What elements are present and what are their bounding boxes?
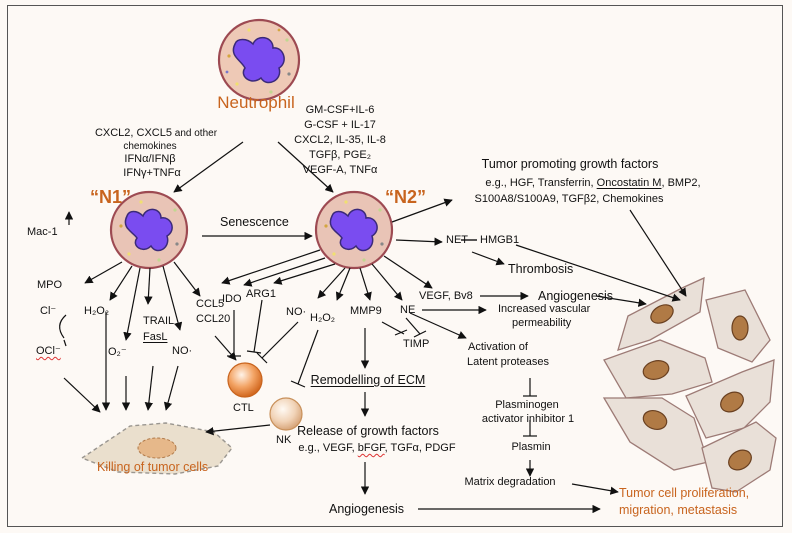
n2-nitric-oxide-label: NO·	[286, 306, 307, 318]
angiogenesis-lower-label: Angiogenesis	[329, 502, 405, 516]
pai-line2: activator inhibitor 1	[481, 413, 575, 425]
mac1-label: Mac-1	[27, 226, 58, 238]
nitric-oxide-label: NO·	[172, 345, 193, 357]
superoxide-label: O₂⁻	[108, 346, 127, 358]
outcome-line1: Tumor cell proliferation,	[619, 486, 750, 500]
ne-label: NE	[400, 304, 416, 316]
growth-factors-title: Tumor promoting growth factors	[481, 157, 659, 171]
ecm-label: Remodelling of ECM	[310, 373, 426, 387]
growth-factors-line1: e.g., HGF, Transferrin, Oncostatin M, BM…	[485, 177, 701, 189]
nk-label: NK	[276, 434, 292, 446]
n2-stimulus: TGFβ, PGE₂	[309, 149, 371, 161]
n1-stimuli-line2: chemokines	[123, 141, 177, 152]
n2-neutrophil-icon	[314, 190, 394, 270]
n1-stimuli-line1: CXCL2, CXCL5 and other	[94, 127, 218, 139]
h2o2-label: H₂O₂	[84, 305, 110, 317]
pai-line1: Plasminogen	[495, 399, 559, 411]
arg1-label: ARG1	[246, 288, 276, 300]
arrow-to-n2	[277, 141, 334, 193]
hmgb1-label: HMGB1	[480, 234, 520, 246]
n1-stimuli-line4: IFNγ+TNFα	[123, 167, 181, 179]
fasl-label: FasL	[143, 331, 168, 343]
ctl-label: CTL	[233, 402, 254, 414]
n1-label: “N1”	[90, 187, 132, 207]
neutrophil-title: Neutrophil	[217, 93, 295, 112]
outcome-line2: migration, metastasis	[619, 503, 738, 517]
growth-factors-line2: S100A8/S100A9, TGFβ2, Chemokines	[474, 193, 664, 205]
net-label: NET	[446, 234, 468, 246]
ctl-cell-icon	[227, 362, 263, 398]
hypochlorite-label: OCl⁻	[36, 345, 61, 357]
neutrophil-cell-icon	[217, 18, 301, 102]
nk-cell-icon	[269, 397, 303, 431]
n2-label: “N2”	[385, 187, 427, 207]
n2-stimulus: VEGF-A, TNFα	[302, 164, 378, 176]
release-line: e.g., VEGF, bFGF, TGFα, PDGF	[298, 442, 456, 454]
ido-label: IDO	[222, 293, 242, 305]
trail-label: TRAIL	[143, 315, 175, 327]
ccl5-label: CCL5	[196, 298, 225, 310]
n2-stimulus: GM-CSF+IL-6	[305, 104, 375, 116]
n2-h2o2-label: H₂O₂	[310, 312, 336, 324]
matrix-degradation-label: Matrix degradation	[464, 476, 556, 488]
timp-label: TIMP	[403, 338, 430, 350]
angiogenesis-upper-label: Angiogenesis	[538, 289, 614, 303]
latent-line1: Activation of	[468, 341, 528, 353]
n1-stimuli-line3: IFNα/IFNβ	[124, 153, 176, 165]
n1-neutrophil-icon	[109, 190, 189, 270]
vascular-line2: permeability	[512, 317, 572, 329]
ccl20-label: CCL20	[196, 313, 231, 325]
chloride-label: Cl⁻	[40, 305, 57, 317]
mmp9-label: MMP9	[350, 305, 382, 317]
plasmin-label: Plasmin	[511, 441, 551, 453]
mpo-label: MPO	[37, 279, 63, 291]
release-title: Release of growth factors	[297, 424, 439, 438]
killing-label: Killing of tumor cells	[97, 460, 209, 474]
n2-stimulus: CXCL2, IL-35, IL-8	[294, 134, 386, 146]
thrombosis-label: Thrombosis	[508, 262, 574, 276]
n2-stimulus: G-CSF + IL-17	[304, 119, 376, 131]
arrow-to-n1	[173, 141, 244, 193]
vascular-line1: Increased vascular	[498, 303, 591, 315]
vegf-bv8-label: VEGF, Bv8	[419, 290, 473, 302]
diagram-frame	[7, 5, 783, 527]
senescence-label: Senescence	[220, 215, 289, 229]
dying-tumor-cell-icon	[80, 422, 233, 475]
latent-line2: Latent proteases	[467, 356, 549, 368]
